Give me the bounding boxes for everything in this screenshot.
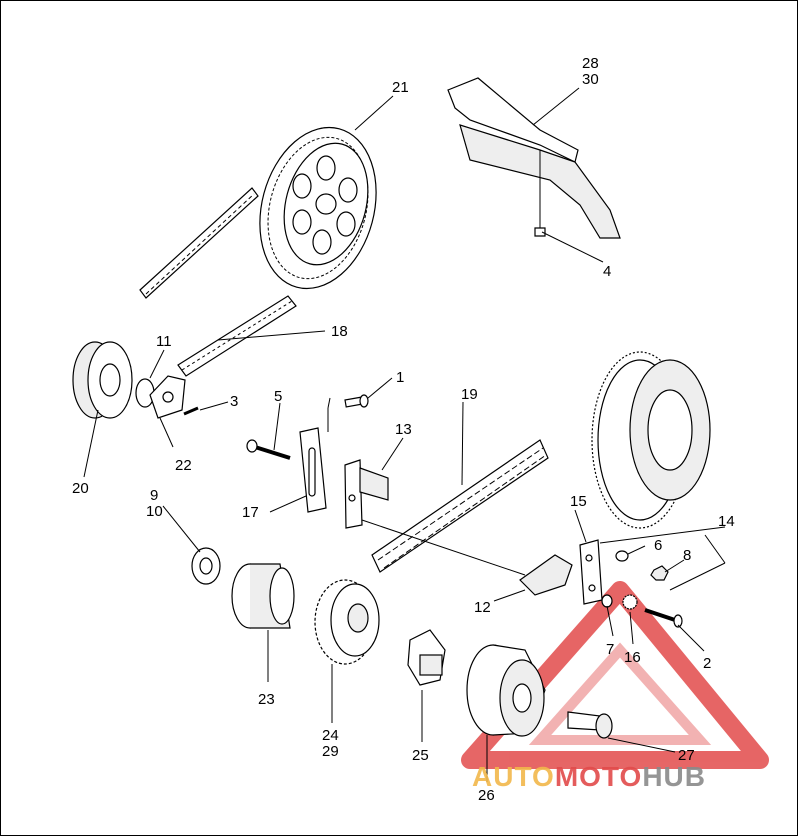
watermark-hub: HUB — [642, 761, 706, 792]
adjuster-bolt — [344, 394, 369, 408]
chain-guard — [447, 77, 621, 239]
primary-chain — [371, 439, 549, 573]
callout-19: 19 — [461, 386, 478, 403]
callout-24: 24 — [322, 727, 339, 744]
callout-15: 15 — [570, 493, 587, 510]
callout-11: 11 — [156, 333, 172, 350]
sprocket-cover — [466, 644, 546, 737]
callout-7: 7 — [606, 641, 614, 658]
tensioner-plate — [579, 539, 603, 605]
slotted-adjuster — [299, 427, 327, 513]
callout-13: 13 — [395, 421, 412, 438]
compensating-sprocket — [314, 579, 380, 665]
callout-22: 22 — [175, 457, 192, 474]
chain-bracket — [344, 459, 389, 529]
lock-plate-screw — [183, 406, 199, 416]
callout-10: 10 — [146, 503, 163, 520]
rear-belt-pulley — [259, 126, 377, 290]
callout-9: 9 — [150, 487, 158, 504]
callout-28: 28 — [582, 55, 599, 72]
drive-belt-lower — [177, 295, 297, 377]
bolt-2 — [644, 608, 683, 628]
nut-8 — [650, 565, 669, 581]
callout-3: 3 — [230, 393, 238, 410]
spacer-washer — [191, 547, 221, 585]
callout-26: 26 — [478, 787, 495, 804]
callout-2: 2 — [703, 655, 711, 672]
watermark-text: AUTOMOTOHUB — [472, 761, 706, 792]
callout-18: 18 — [331, 323, 348, 340]
callout-5: 5 — [274, 388, 282, 405]
star-washer-16 — [622, 594, 638, 610]
callout-27: 27 — [678, 747, 695, 764]
callout-30: 30 — [582, 71, 599, 88]
callout-12: 12 — [474, 599, 491, 616]
callout-labels: 1 2 3 4 5 6 7 8 9 10 11 12 13 14 15 16 1… — [72, 55, 735, 804]
front-belt-pulley — [72, 341, 133, 419]
shaft-extension — [567, 711, 613, 739]
watermark-moto: MOTO — [555, 761, 642, 792]
mounting-bolt — [246, 439, 291, 460]
watermark-auto: AUTO — [472, 761, 555, 792]
callout-17: 17 — [242, 504, 259, 521]
lock-plate — [149, 375, 186, 419]
svg-text:AUTOMOTOHUB: AUTOMOTOHUB — [472, 761, 706, 792]
washer-6 — [615, 550, 629, 562]
callout-6: 6 — [654, 537, 662, 554]
callout-8: 8 — [683, 547, 691, 564]
callout-4: 4 — [603, 263, 611, 280]
sliding-cam — [407, 629, 446, 686]
callout-29: 29 — [322, 743, 339, 760]
callout-23: 23 — [258, 691, 275, 708]
callout-20: 20 — [72, 480, 89, 497]
engine-sprocket-hub — [231, 563, 295, 629]
washer-7 — [601, 594, 613, 608]
drive-belt-upper — [139, 187, 259, 299]
tensioner-shoe — [519, 554, 573, 596]
callout-1: 1 — [396, 369, 404, 386]
callout-14: 14 — [718, 513, 735, 530]
callout-25: 25 — [412, 747, 429, 764]
callout-21: 21 — [392, 79, 409, 96]
leader-lines — [83, 87, 726, 782]
clutch-sprocket — [591, 351, 711, 529]
callout-16: 16 — [624, 649, 641, 666]
